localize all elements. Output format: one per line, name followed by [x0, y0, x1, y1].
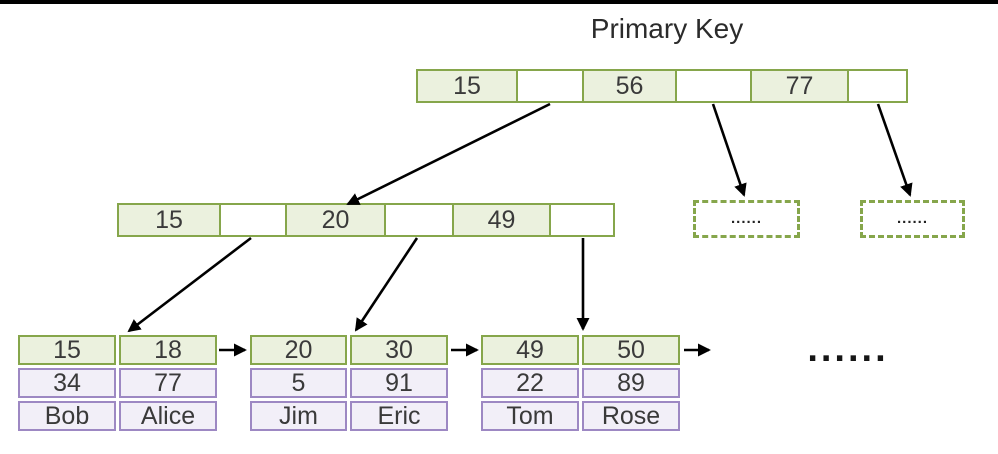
internal-pointer-cell — [549, 205, 613, 235]
leaf-value-cell: 91 — [350, 368, 448, 398]
leaf-key-cell: 18 — [119, 335, 217, 365]
dashed-node-label: ...... — [896, 210, 928, 227]
root-pointer-cell — [675, 71, 750, 101]
root-key-cell: 15 — [418, 71, 516, 101]
leaf-value-cell: 89 — [582, 368, 680, 398]
leaf-value-cell: 22 — [481, 368, 579, 398]
root-node: 15 56 77 — [416, 69, 908, 103]
leaf-value-cell: Alice — [119, 401, 217, 431]
diagram-title: Primary Key — [590, 13, 744, 44]
leaf-node: 49 50 22 89 Tom Rose — [481, 335, 680, 431]
internal-pointer-cell — [219, 205, 285, 235]
more-leaves-ellipsis: ...... — [807, 328, 889, 370]
dashed-node: ...... — [860, 200, 965, 238]
internal-node: 15 20 49 — [117, 203, 615, 237]
arrow-root-to-internal — [346, 102, 551, 206]
root-pointer-cell — [847, 71, 906, 101]
leaf-key-cell: 15 — [18, 335, 116, 365]
internal-key-cell: 15 — [119, 205, 219, 235]
arrow-root-to-dashed-1 — [711, 103, 747, 197]
leaf-value-cell: 34 — [18, 368, 116, 398]
arrow-root-to-dashed-2 — [876, 103, 913, 197]
internal-key-cell: 20 — [285, 205, 384, 235]
leaf-node: 20 30 5 91 Jim Eric — [250, 335, 448, 431]
root-pointer-cell — [516, 71, 582, 101]
arrow-internal-to-leaf-2 — [354, 237, 419, 332]
arrow-internal-to-leaf-1 — [127, 236, 252, 333]
leaf-node: 15 18 34 77 Bob Alice — [18, 335, 217, 431]
leaf-key-cell: 50 — [582, 335, 680, 365]
top-border-line — [0, 0, 998, 4]
leaf-value-cell: Bob — [18, 401, 116, 431]
dashed-node-label: ...... — [730, 210, 762, 227]
leaf-value-cell: 5 — [250, 368, 347, 398]
leaf-value-cell: Eric — [350, 401, 448, 431]
leaf-key-cell: 20 — [250, 335, 347, 365]
leaf-value-cell: Jim — [250, 401, 347, 431]
root-key-cell: 56 — [582, 71, 675, 101]
internal-pointer-cell — [384, 205, 452, 235]
leaf-value-cell: Rose — [582, 401, 680, 431]
internal-key-cell: 49 — [452, 205, 549, 235]
root-key-cell: 77 — [750, 71, 847, 101]
leaf-value-cell: Tom — [481, 401, 579, 431]
leaf-value-cell: 77 — [119, 368, 217, 398]
dashed-node: ...... — [693, 200, 800, 238]
leaf-key-cell: 49 — [481, 335, 579, 365]
leaf-key-cell: 30 — [350, 335, 448, 365]
